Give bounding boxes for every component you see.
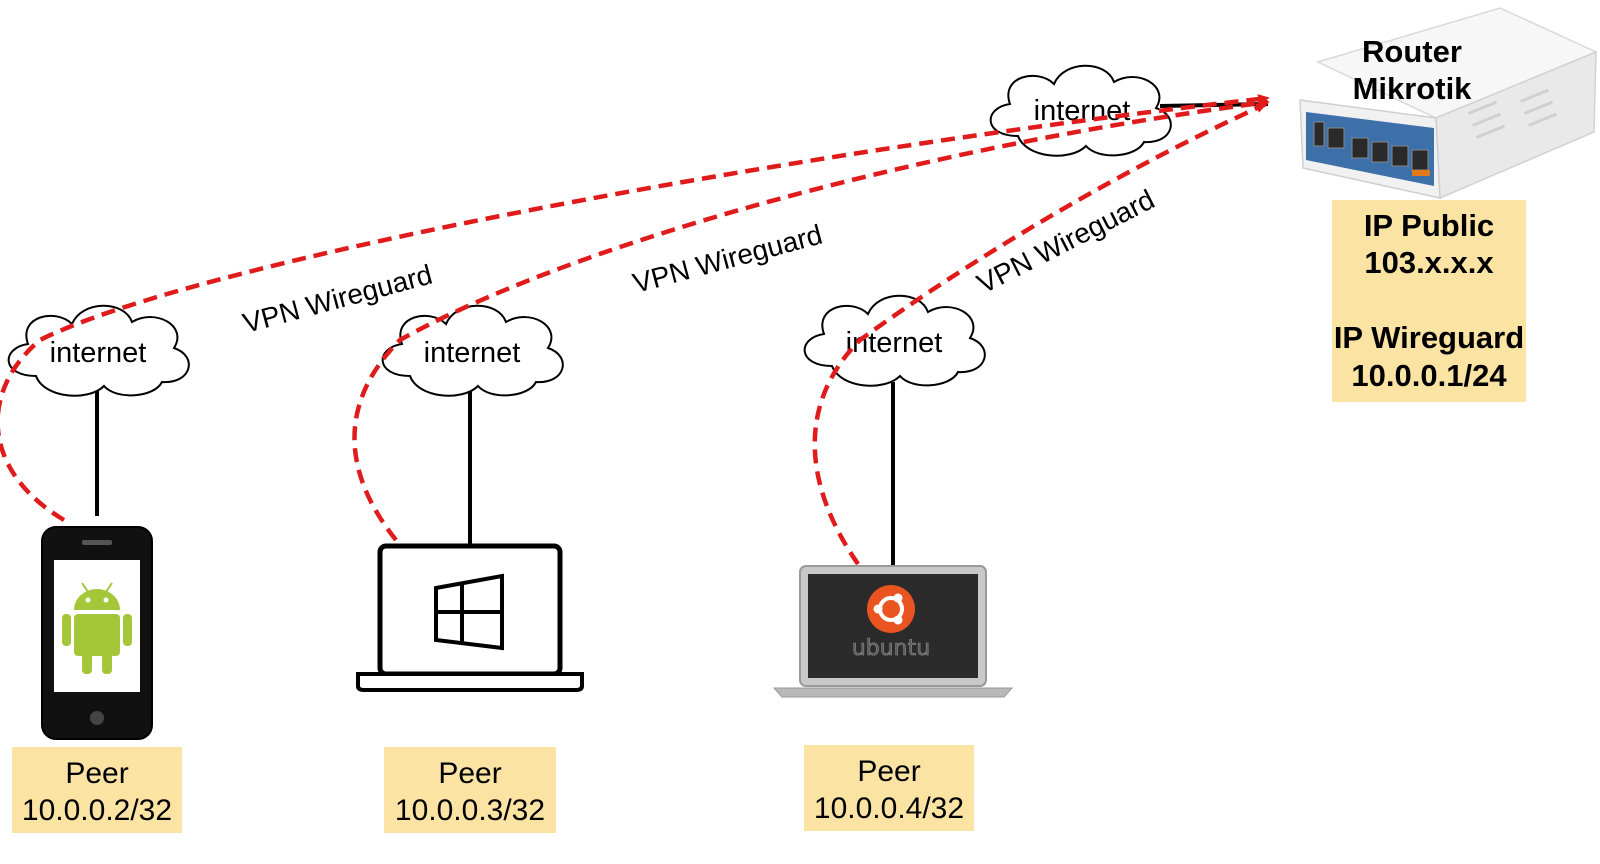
windows-peer-ip: 10.0.0.3/32 bbox=[395, 794, 545, 827]
ubuntu-logo-text: ubuntu bbox=[852, 636, 930, 661]
ip-wireguard-label: IP Wireguard bbox=[1334, 320, 1524, 355]
android-peer-box: Peer 10.0.0.2/32 bbox=[12, 747, 182, 833]
mikrotik-router: Router Mikrotik bbox=[1299, 7, 1598, 200]
windows-vpn-label: VPN Wireguard bbox=[630, 219, 826, 299]
ubuntu-cloud-label: internet bbox=[846, 327, 943, 359]
android-phone-icon bbox=[41, 526, 153, 740]
windows-peer-box: Peer 10.0.0.3/32 bbox=[384, 747, 556, 833]
ubuntu-peer-box: Peer 10.0.0.4/32 bbox=[804, 745, 974, 831]
ubuntu-laptop-icon: ubuntu bbox=[772, 565, 1014, 698]
ubuntu-vpn-tunnel bbox=[812, 101, 1268, 566]
android-vpn-tunnel bbox=[0, 94, 1270, 522]
windows-internet-cloud: internet bbox=[381, 304, 564, 397]
android-peer-ip: 10.0.0.2/32 bbox=[22, 794, 172, 827]
router-info-box: IP Public 103.x.x.x IP Wireguard 10.0.0.… bbox=[1332, 200, 1526, 402]
ubuntu-logo-icon bbox=[867, 585, 915, 633]
android-logo-icon bbox=[62, 582, 132, 674]
ubuntu-peer-ip: 10.0.0.4/32 bbox=[814, 792, 964, 825]
android-peer-name: Peer bbox=[65, 757, 128, 790]
ip-public-value: 103.x.x.x bbox=[1364, 245, 1494, 280]
router-title-line2: Mikrotik bbox=[1353, 71, 1473, 106]
ip-public-label: IP Public bbox=[1364, 208, 1494, 243]
windows-vpn-tunnel bbox=[352, 98, 1270, 542]
router-title-line1: Router bbox=[1362, 34, 1462, 69]
windows-laptop-icon bbox=[356, 543, 584, 692]
ip-wireguard-value: 10.0.0.1/24 bbox=[1351, 358, 1507, 393]
android-cloud-label: internet bbox=[50, 337, 147, 369]
router-info-background bbox=[1332, 200, 1526, 402]
router-icon bbox=[1299, 7, 1598, 200]
ubuntu-peer-name: Peer bbox=[857, 755, 920, 788]
windows-logo-icon bbox=[434, 573, 504, 651]
ubuntu-internet-cloud: internet bbox=[803, 294, 986, 387]
windows-cloud-label: internet bbox=[424, 337, 521, 369]
ubuntu-vpn-label: VPN Wireguard bbox=[972, 184, 1159, 300]
android-internet-cloud: internet bbox=[7, 304, 190, 397]
windows-peer-name: Peer bbox=[438, 757, 501, 790]
